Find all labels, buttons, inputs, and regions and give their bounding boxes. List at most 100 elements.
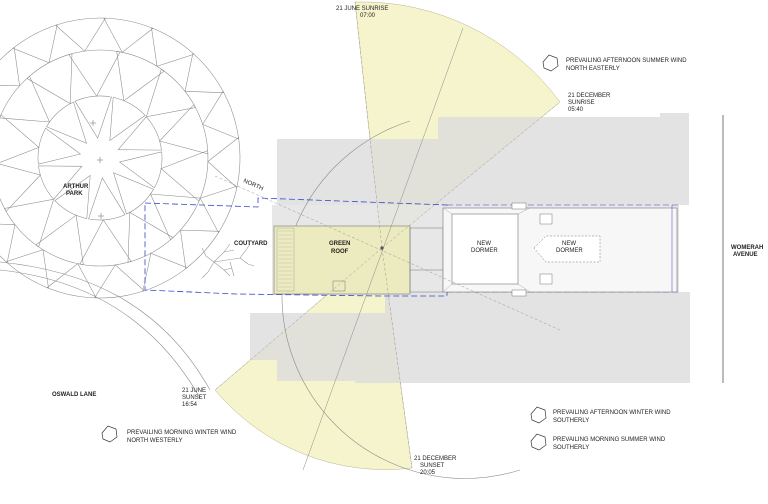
dec-sunrise-ray	[381, 101, 561, 249]
park-tree-leaf	[46, 101, 87, 144]
wind-legend-line: PREVAILING AFTERNOON SUMMER WIND	[566, 58, 687, 64]
park-tree-leaf	[94, 264, 145, 299]
tree-centre-mark	[98, 213, 104, 219]
wind-legend-item: PREVAILING MORNING SUMMER WIND SOUTHERLY	[530, 433, 666, 451]
park-tree-leaf	[150, 193, 201, 241]
oswald-lane-label: OSWALD LANE	[52, 392, 96, 398]
park-tree-leaf	[180, 229, 220, 270]
wind-legend-line: PREVAILING MORNING SUMMER WIND	[553, 437, 666, 443]
arthur-park-label: ARTHUR	[63, 184, 89, 190]
tree-centre-mark	[97, 157, 103, 163]
skylight	[332, 280, 346, 292]
park-tree-leaf	[142, 252, 188, 292]
wind-legends: PREVAILING AFTERNOON SUMMER WIND NORTH E…	[101, 54, 687, 451]
green-roof-label: GREEN	[329, 241, 350, 247]
oswald-lane-curve	[0, 261, 211, 391]
wind-legend-item: PREVAILING MORNING WINTER WIND NORTH WES…	[101, 425, 237, 444]
north-label: NORTH	[242, 178, 264, 192]
wind-rose-icon	[530, 406, 547, 424]
wind-legend-line: NORTH WESTERLY	[127, 438, 182, 444]
june-sunset-label: 21 JUNE	[182, 388, 206, 394]
new-dormer-west-label-2: DORMER	[471, 248, 498, 254]
green-roof	[273, 225, 411, 295]
northern-neighbour-building	[277, 113, 689, 205]
courtyard-tree	[201, 243, 255, 279]
sun-origin-point	[380, 246, 384, 250]
june-sunrise-label: 21 JUNE SUNRISE	[336, 6, 388, 12]
park-tree-leaf	[184, 52, 225, 93]
roof-window	[539, 273, 553, 285]
june-sunrise-ray	[354, 1, 383, 249]
park-tree-leaf	[199, 185, 238, 234]
park-tree-leaf	[151, 27, 195, 67]
park-tree-leaf	[55, 17, 106, 52]
new-dormer-west	[451, 213, 519, 285]
park-tree-leaf	[116, 50, 165, 102]
dec-sunset-label-2: SUNSET	[420, 463, 445, 469]
dec-sunrise-time: 05:40	[568, 107, 584, 113]
womerah-avenue-label-2: AVENUE	[733, 252, 758, 258]
wind-legend-line: PREVAILING MORNING WINTER WIND	[127, 430, 237, 436]
park-tree-leaf	[0, 223, 16, 264]
roof-hip-line	[517, 283, 531, 293]
dec-sunset-ray	[381, 247, 413, 469]
coutyard-label: COUTYARD	[234, 241, 268, 247]
north-south-line	[214, 175, 561, 331]
park-tree-leaf	[0, 75, 50, 123]
roof-hip-line	[517, 207, 531, 215]
wind-legend-line: NORTH EASTERLY	[566, 66, 620, 72]
dec-sunrise-label: 21 DECEMBER	[568, 93, 611, 99]
park-tree-leaf	[0, 46, 20, 87]
wind-legend-item: PREVAILING AFTERNOON WINTER WIND SOUTHER…	[530, 406, 671, 424]
wind-rose-icon	[101, 425, 118, 443]
park-tree-leaf	[74, 95, 112, 139]
shadow-arc	[281, 120, 521, 479]
sun-labels: 21 JUNE SUNRISE 07:00 21 DECEMBER SUNRIS…	[182, 6, 611, 476]
arthur-park-label-2: PARK	[66, 191, 83, 197]
green-roof-label-2: ROOF	[331, 249, 349, 255]
wind-legend-line: SOUTHERLY	[553, 418, 589, 424]
june-sunset-label-2: SUNSET	[182, 395, 207, 401]
green-roof-stair	[276, 227, 295, 292]
chimney-north	[511, 202, 527, 210]
new-dormer-east-label-2: DORMER	[556, 248, 583, 254]
park-tree-leaf	[0, 163, 41, 212]
wind-rose-icon	[530, 433, 547, 451]
park-tree-leaf	[118, 151, 163, 189]
park-tree-leaf	[113, 172, 154, 215]
womerah-avenue-label: WOMERAH	[731, 245, 763, 251]
roof-hip-line	[442, 283, 453, 293]
dec-sunrise-label-2: SUNRISE	[568, 100, 595, 106]
park-tree-leaf	[103, 17, 154, 53]
park-tree-leaf	[68, 49, 121, 97]
building-details	[273, 202, 679, 297]
roof-hip-line	[442, 207, 453, 215]
park-tree-leaf	[159, 104, 209, 155]
june-sunset-ray	[214, 247, 383, 391]
wind-legend-line: SOUTHERLY	[553, 445, 589, 451]
park-tree-leaf	[0, 114, 40, 163]
oswald-lane-curve	[0, 269, 201, 399]
new-dormer-east-label: NEW	[562, 241, 576, 247]
park-tree-leaf	[117, 116, 162, 151]
park-tree-leaf	[35, 214, 84, 266]
wind-legend-item: PREVAILING AFTERNOON SUMMER WIND NORTH E…	[542, 54, 687, 72]
tree-centre-mark	[90, 120, 96, 126]
park-tree-leaf	[5, 249, 49, 289]
place-labels: ARTHUR PARK COUTYARD GREEN ROOF NEW DORM…	[52, 178, 763, 398]
park-tree-leaf	[37, 127, 82, 165]
park-tree-leaf	[88, 177, 126, 221]
southern-neighbour-building	[250, 292, 690, 383]
dec-sunset-label: 21 DECEMBER	[414, 456, 457, 462]
june-sunrise-time: 07:00	[360, 13, 376, 19]
june-sunset-time: 16:54	[182, 402, 198, 408]
dec-sunset-time: 20:05	[420, 470, 436, 476]
roof-window	[539, 213, 553, 225]
park-tree-leaf	[54, 174, 91, 219]
wind-legend-line: PREVAILING AFTERNOON WINTER WIND	[553, 410, 671, 416]
chimney-south	[511, 289, 527, 297]
park-tree-leaf	[109, 97, 146, 142]
arthur-park-canopy	[0, 17, 241, 299]
park-tree-leaf	[160, 150, 209, 202]
